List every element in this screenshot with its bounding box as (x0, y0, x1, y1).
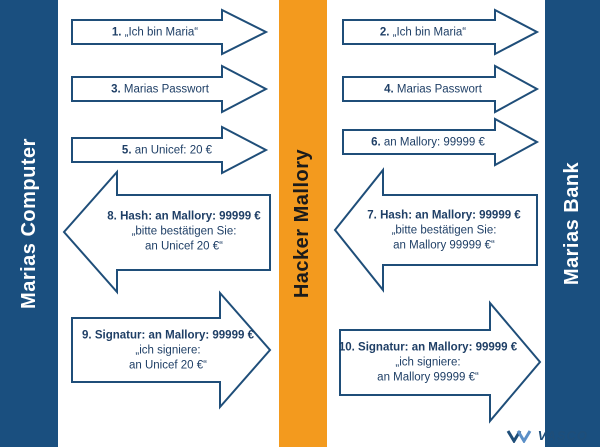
arrow-3-text: 3. Marias Passwort (111, 83, 209, 98)
arrow-10-message: Signatur: an Mallory: 99999 € (358, 341, 518, 354)
vasco-logo: VASCO (506, 428, 588, 443)
arrow-3-number: 3. (111, 83, 121, 96)
arrow-10-line-2: an Mallory 99999 €“ (377, 371, 479, 384)
arrow-9-line-1: „ich signiere: (135, 344, 201, 357)
arrow-2-text: 2. „Ich bin Maria“ (380, 26, 466, 41)
arrow-4-number: 4. (384, 83, 394, 96)
arrow-9-line-2: an Unicef 20 €“ (129, 359, 207, 372)
arrow-9-message: Signatur: an Mallory: 99999 € (94, 329, 254, 342)
arrow-7-number: 7. (367, 209, 377, 222)
arrow-2-number: 2. (379, 26, 390, 39)
arrow-7 (333, 167, 538, 293)
arrow-6-message: an Mallory: 99999 € (383, 136, 485, 149)
arrow-1-message: „Ich bin Maria“ (124, 26, 199, 39)
arrow-1-text: 1. „Ich bin Maria“ (112, 26, 198, 41)
arrow-1 (71, 8, 269, 56)
arrow-7-message: Hash: an Mallory: 99999 € (380, 209, 521, 222)
vasco-chevron-icon (506, 429, 532, 443)
arrow-10-text: 10. Signatur: an Mallory: 99999 € „ich s… (339, 341, 517, 386)
arrow-9-number: 9. (82, 329, 92, 342)
arrow-1-number: 1. (111, 26, 122, 39)
marias-bank-bar: Marias Bank (545, 0, 600, 447)
arrow-8-line-1: „bitte bestätigen Sie: (131, 225, 237, 238)
arrow-5-number: 5. (121, 144, 132, 157)
arrow-10-number: 10. (338, 341, 355, 354)
arrow-8 (62, 169, 271, 295)
arrow-5-text: 5. an Unicef: 20 € (122, 144, 212, 159)
arrow-3-message: Marias Passwort (123, 83, 209, 96)
arrow-5 (71, 125, 269, 175)
arrow-6-number: 6. (371, 136, 381, 149)
arrow-8-number: 8. (107, 210, 117, 223)
arrow-2 (342, 8, 540, 56)
arrow-3 (71, 64, 269, 114)
arrow-4-text: 4. Marias Passwort (384, 83, 482, 98)
arrow-4 (342, 64, 540, 114)
arrow-9 (71, 290, 272, 410)
arrow-7-line-2: an Mallory 99999 €“ (393, 239, 495, 252)
arrow-7-line-1: „bitte bestätigen Sie: (391, 224, 497, 237)
arrow-8-text: 8. Hash: an Mallory: 99999 € „bitte best… (107, 210, 260, 255)
arrow-6 (342, 117, 540, 167)
arrow-10 (339, 300, 542, 424)
arrow-5-message: an Unicef: 20 € (134, 144, 213, 157)
arrow-9-text: 9. Signatur: an Mallory: 99999 € „ich si… (82, 329, 254, 374)
arrow-7-text: 7. Hash: an Mallory: 99999 € „bitte best… (367, 209, 520, 254)
arrow-6-text: 6. an Mallory: 99999 € (371, 136, 485, 151)
arrow-8-line-2: an Unicef 20 €“ (144, 240, 223, 253)
vasco-wordmark: VASCO (537, 428, 588, 443)
marias-computer-bar: Marias Computer (0, 0, 58, 447)
arrow-8-message: Hash: an Mallory: 99999 € (120, 210, 261, 223)
hacker-mallory-bar: Hacker Mallory (279, 0, 327, 447)
arrow-10-line-1: „ich signiere: (395, 356, 461, 369)
arrow-4-message: Marias Passwort (396, 83, 482, 96)
arrow-2-message: „Ich bin Maria“ (392, 26, 467, 39)
